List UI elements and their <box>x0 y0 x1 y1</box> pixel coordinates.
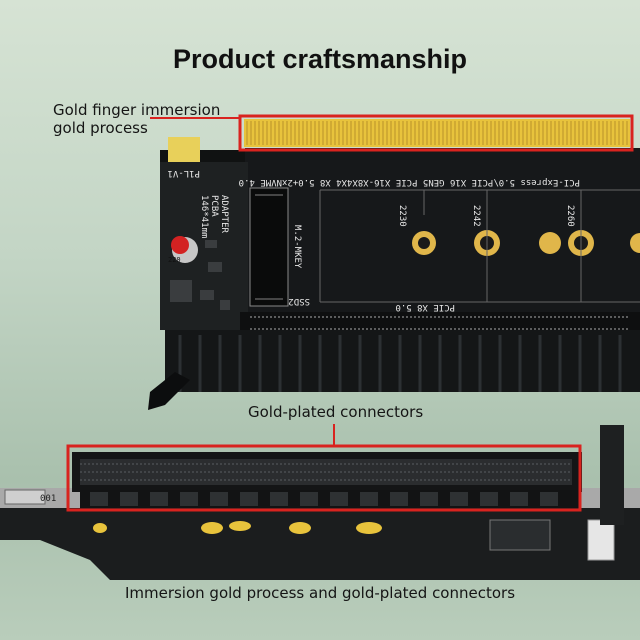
standoff-holes <box>412 230 640 256</box>
m2-slot-label: M.2-MKEY <box>292 225 302 269</box>
capacitor-lower-icon <box>587 519 615 561</box>
pcb-header-text: PCI-Express 5.0\PCIE X16 GEN5 PCIE X16-X… <box>239 177 580 187</box>
adapter-label-3: 146*41mm <box>199 195 209 238</box>
page-title: Product craftsmanship <box>172 44 468 74</box>
lower-board-label: 001 <box>40 494 56 504</box>
capacitor-label: 220 <box>168 256 181 264</box>
gold-finger-caption: Gold finger immersion gold process <box>53 101 220 137</box>
adapter-label-1: ADAPTER <box>219 195 229 234</box>
connectors-caption: Gold-plated connectors <box>248 403 424 421</box>
size-label-2242: 2242 <box>471 205 481 227</box>
footer-caption: Immersion gold process and gold-plated c… <box>124 584 516 602</box>
gold-finger-highlight-frame <box>238 114 634 152</box>
pcie-x8-label: PCIE X8 5.0 <box>395 302 455 312</box>
size-label-2260: 2260 <box>565 205 575 227</box>
gold-fingers <box>244 119 630 147</box>
board-id-label: P1L-V1 <box>167 168 200 178</box>
adapter-label-2: PCBA <box>209 195 219 217</box>
connector-highlight-frame <box>66 444 582 512</box>
ssd-label: SSD2 <box>288 296 310 306</box>
gold-finger-caption-line1: Gold finger immersion <box>53 101 221 119</box>
size-label-2230: 2230 <box>397 205 407 227</box>
pcie-slot-connector <box>72 452 582 508</box>
gold-finger-caption-line2: gold process <box>53 119 148 137</box>
upper-pcb-board: 220 PCI-Expres <box>148 137 640 410</box>
